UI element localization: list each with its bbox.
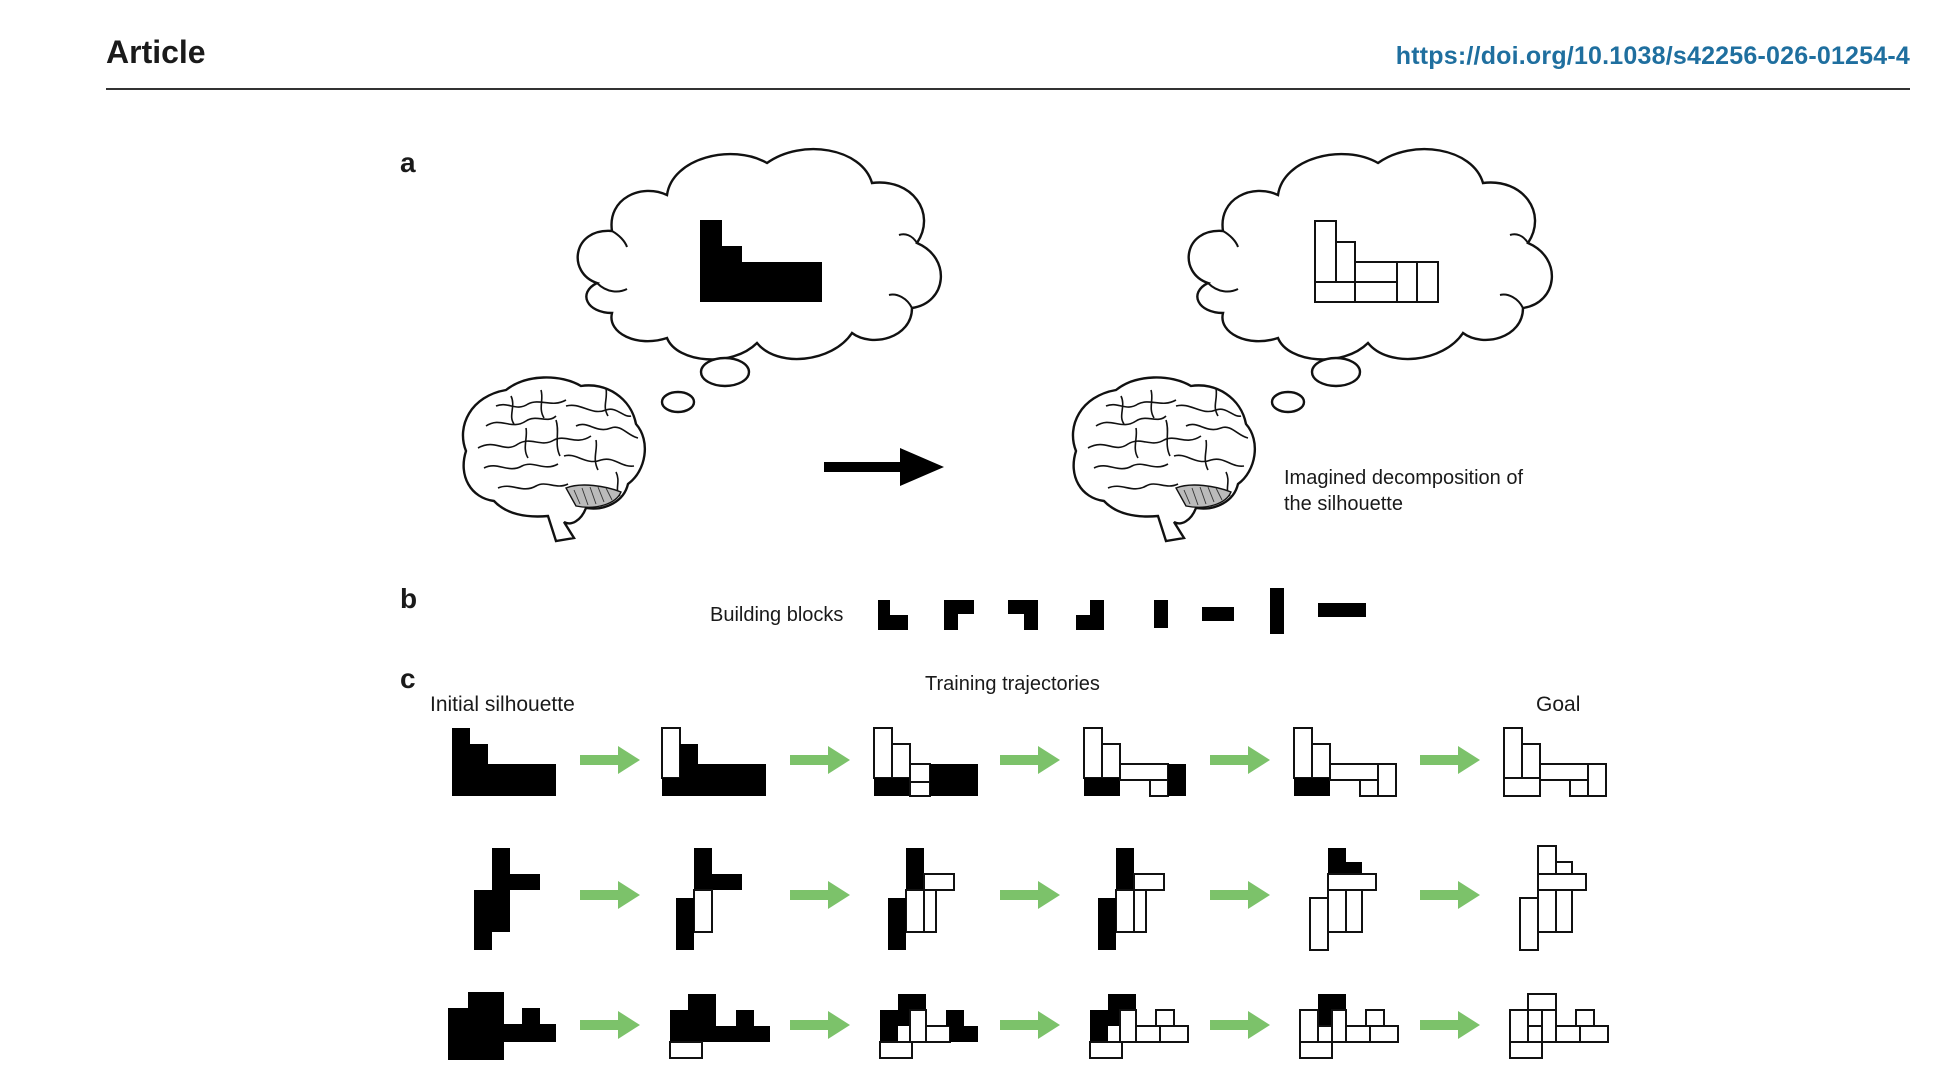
training-trajectories-label: Training trajectories (925, 673, 1100, 695)
block-l (878, 600, 908, 630)
step-1-silhouette (448, 992, 556, 1060)
brain-icon (1071, 376, 1257, 543)
green-arrow-icon (1420, 881, 1480, 909)
step-1-silhouette (474, 848, 540, 950)
step-5-silhouette (1293, 727, 1397, 797)
decomposition-caption-line2: the silhouette (1284, 493, 1403, 515)
trajectory-row-2 (474, 845, 1587, 951)
step-1-silhouette (452, 728, 556, 796)
step-4-silhouette (1098, 848, 1165, 950)
step-3-silhouette (879, 994, 978, 1059)
brain-icon (461, 376, 647, 543)
trajectory-row-1 (452, 727, 1607, 797)
step-3-silhouette (873, 727, 978, 797)
decomposition-caption-line1: Imagined decomposition of (1284, 467, 1523, 489)
step-3-silhouette (888, 848, 955, 950)
goal-label: Goal (1536, 693, 1580, 716)
green-arrow-icon (580, 881, 640, 909)
green-arrow-icon (1210, 1011, 1270, 1039)
article-section-label: Article (106, 34, 206, 70)
block-long-vertical (1270, 588, 1284, 634)
building-blocks-label: Building blocks (710, 604, 843, 626)
block-short-horizontal (1202, 607, 1234, 621)
panel-label-b: b (400, 583, 417, 614)
thought-cloud-icon (1187, 147, 1554, 361)
article-header: Article https://doi.org/10.1038/s42256-0… (106, 34, 1910, 92)
step-6-goal (1503, 727, 1607, 797)
trajectory-row-3 (448, 992, 1609, 1060)
green-arrow-icon (790, 1011, 850, 1039)
right-arrow-icon (824, 448, 944, 486)
block-reverse-gamma (1008, 600, 1038, 630)
step-2-silhouette (676, 848, 742, 950)
step-4-silhouette (1083, 727, 1186, 797)
green-arrow-icon (1420, 1011, 1480, 1039)
green-arrow-icon (1000, 1011, 1060, 1039)
silhouette-decomposed (1314, 220, 1439, 303)
green-arrow-icon (1420, 746, 1480, 774)
building-blocks (878, 588, 1366, 634)
block-reverse-l (1076, 600, 1104, 630)
step-5-silhouette (1299, 994, 1399, 1059)
silhouette-filled (700, 220, 822, 302)
step-6-goal (1519, 845, 1587, 951)
step-2-silhouette (661, 727, 766, 796)
green-arrow-icon (1210, 746, 1270, 774)
green-arrow-icon (1000, 746, 1060, 774)
thought-cloud-icon (576, 147, 943, 361)
block-long-horizontal (1318, 603, 1366, 617)
green-arrow-icon (1000, 881, 1060, 909)
step-2-silhouette (669, 994, 770, 1059)
doi-link[interactable]: https://doi.org/10.1038/s42256-026-01254… (1395, 42, 1910, 70)
panel-label-c: c (400, 663, 416, 694)
step-6-goal (1509, 993, 1609, 1059)
green-arrow-icon (790, 881, 850, 909)
green-arrow-icon (580, 1011, 640, 1039)
initial-silhouette-label: Initial silhouette (430, 693, 575, 716)
green-arrow-icon (790, 746, 850, 774)
green-arrow-icon (1210, 881, 1270, 909)
header-divider (106, 88, 1910, 90)
block-gamma (944, 600, 974, 630)
step-4-silhouette (1089, 994, 1189, 1059)
green-arrow-icon (580, 746, 640, 774)
step-5-silhouette (1309, 848, 1377, 951)
panel-label-a: a (400, 147, 416, 178)
block-short-vertical (1154, 600, 1168, 628)
